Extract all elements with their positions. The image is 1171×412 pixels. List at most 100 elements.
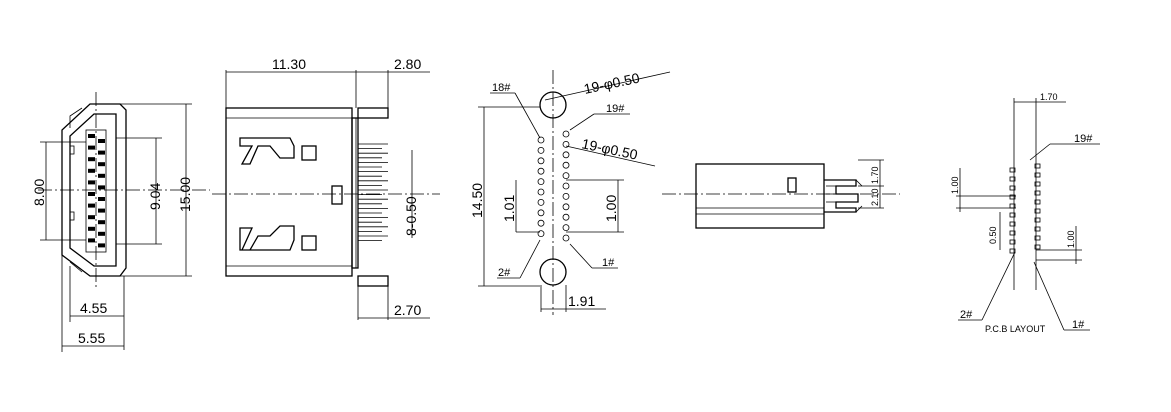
front-contact [98, 231, 105, 236]
label-pcb-pin-2: 2# [960, 309, 973, 321]
pcb-pad [1009, 185, 1016, 191]
front-contact [88, 168, 95, 173]
leader-line [544, 71, 671, 101]
front-contact [88, 145, 95, 150]
footprint-hole [537, 219, 545, 227]
dim-pcb-left-050: 0.50 [988, 226, 998, 244]
pcb-pad [1009, 176, 1016, 182]
footprint-hole [537, 198, 545, 206]
dim-front-8: 8.00 [31, 179, 47, 206]
footprint-hole [562, 224, 570, 232]
label-pin-1: 1# [602, 257, 615, 269]
leader-line [569, 243, 593, 269]
front-contact [88, 203, 95, 208]
dim-top-210: 2.10 [870, 188, 880, 206]
pcb-pad [1034, 244, 1041, 250]
top-view: 1.70 2.10 [662, 159, 900, 229]
pcb-pad [1034, 181, 1041, 187]
label-pcb-pin-19: 19# [1074, 133, 1093, 145]
leader-line [514, 92, 541, 139]
front-contact [98, 162, 105, 167]
dim-pcb-right-100: 1.00 [1066, 230, 1076, 248]
footprint-mount-hole-bottom [539, 258, 567, 286]
pcb-pad [1009, 239, 1016, 245]
footprint-hole [537, 167, 545, 175]
pcb-pad [1034, 190, 1041, 196]
front-contact [98, 185, 105, 190]
footprint-mount-hole-top [539, 91, 567, 119]
footprint-hole [537, 146, 545, 154]
front-contact [98, 243, 105, 248]
dim-side-pitch: 8-0.50 [403, 196, 419, 236]
pcb-pad [1009, 194, 1016, 200]
front-shell-inner [69, 113, 117, 267]
front-contact [88, 134, 95, 138]
side-view: 11.30 2.80 2.70 8-0.50 [212, 56, 440, 320]
footprint-hole [537, 178, 545, 186]
front-contact [88, 180, 95, 185]
footprint-hole [562, 234, 570, 242]
label-hole-small: 19-φ0.50 [580, 135, 639, 162]
label-pcb-pin-1: 1# [1072, 319, 1085, 331]
side-window-top [301, 145, 317, 161]
footprint-hole [562, 140, 570, 148]
front-latch-left [69, 145, 75, 155]
footprint-hole [562, 151, 570, 159]
front-contact [88, 215, 95, 220]
dim-front-455: 4.55 [80, 300, 107, 316]
dim-side-1130: 11.30 [272, 56, 306, 72]
front-contact [98, 139, 105, 143]
footprint-hole [562, 203, 570, 211]
side-tail-top [357, 107, 389, 119]
side-body [225, 107, 353, 277]
dim-footprint-191: 1.91 [568, 293, 595, 309]
pcb-pad [1034, 163, 1041, 169]
front-contacts [88, 134, 105, 248]
side-latch-top [239, 137, 295, 165]
footprint-hole [562, 213, 570, 221]
pcb-pads [1009, 163, 1041, 254]
dim-side-280: 2.80 [394, 56, 421, 72]
dim-front-904: 9.04 [147, 183, 163, 210]
top-pins [824, 179, 859, 213]
pcb-pad [1034, 199, 1041, 205]
leader-line [1029, 143, 1051, 161]
front-shell-detail [69, 107, 83, 273]
footprint-hole [537, 209, 545, 217]
pcb-pad [1009, 230, 1016, 236]
front-contact [88, 157, 95, 162]
dim-front-15: 15.00 [177, 177, 193, 212]
dim-footprint-100: 1.00 [603, 195, 619, 222]
footprint-view: 19-φ0.50 19-φ0.50 18# 19# 2# 1# 14.50 1.… [469, 69, 671, 315]
footprint-hole [537, 136, 545, 144]
front-contact [98, 173, 105, 178]
side-rear-block [351, 117, 359, 269]
pcb-pad [1034, 217, 1041, 223]
pcb-pad [1009, 167, 1016, 173]
footprint-hole [537, 188, 545, 196]
label-hole-large: 19-φ0.50 [582, 69, 641, 96]
dim-pcb-170: 1.70 [1040, 92, 1058, 102]
pcb-pad [1009, 221, 1016, 227]
front-contact [98, 220, 105, 225]
side-latch-bottom [239, 225, 295, 251]
dim-front-555: 5.55 [78, 330, 105, 346]
pcb-pad [1034, 235, 1041, 241]
label-pin-19: 19# [606, 103, 625, 115]
footprint-hole [562, 192, 570, 200]
side-tail-bottom [357, 275, 389, 287]
side-window-bottom [301, 235, 317, 251]
top-slot [787, 177, 797, 193]
dim-side-270: 2.70 [394, 302, 421, 318]
leader-line [519, 239, 541, 279]
top-body [695, 163, 825, 229]
leader-line [1033, 261, 1065, 331]
pcb-pad [1034, 208, 1041, 214]
dim-footprint-101: 1.01 [501, 195, 517, 222]
side-center-slot [331, 185, 343, 205]
pcb-pad [1034, 172, 1041, 178]
side-pin-comb [358, 143, 388, 242]
front-contact [88, 192, 95, 196]
front-contact [88, 238, 95, 243]
